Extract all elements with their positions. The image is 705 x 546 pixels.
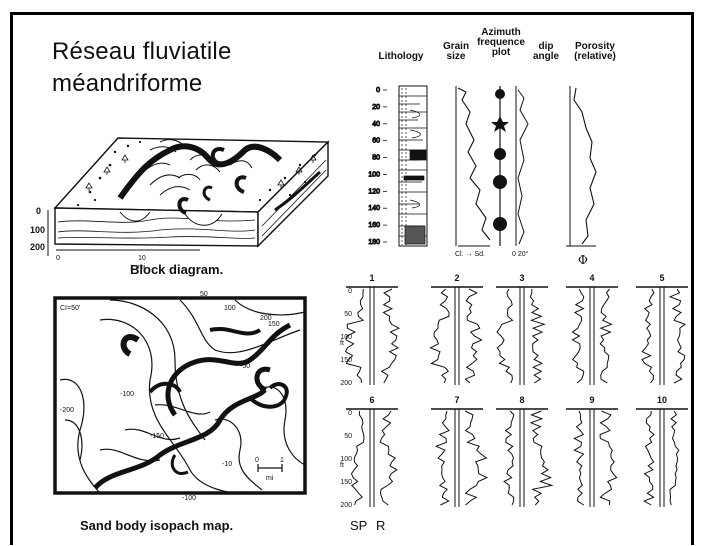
isopach-contour-m50: -50 [240, 363, 250, 370]
well-resistivity-curve [380, 411, 397, 505]
depth-axis: 0 20 40 60 80 100 120 140 160 180 [368, 87, 387, 246]
well-depth-tick-50: 50 [344, 311, 352, 318]
well-label-3: 3 [519, 273, 524, 283]
depth-tick-120: 120 [368, 188, 380, 195]
well-label-10: 10 [657, 395, 667, 405]
depth-tick-60: 60 [372, 138, 380, 145]
well-sp-curve [572, 289, 583, 383]
isopach-contour-m100b: -100 [182, 495, 196, 502]
block-depth-tick-100: 100 [30, 225, 45, 235]
well-resistivity-curve [466, 289, 482, 383]
isopach-scale-0: 0 [255, 457, 259, 464]
block-depth-tick-0: 0 [36, 206, 41, 216]
well-sp-curve [504, 411, 514, 505]
depth-tick-180: 180 [368, 239, 380, 246]
well-depth-unit: ft [340, 340, 344, 347]
depth-tick-0: 0 [376, 87, 380, 94]
legend-r: R [376, 518, 385, 533]
well-depth-tick-0: 0 [348, 410, 352, 417]
well-resistivity-curve [530, 289, 544, 383]
depth-tick-160: 160 [368, 222, 380, 229]
isopach-contour-100: 100 [224, 305, 236, 312]
well-label-2: 2 [454, 273, 459, 283]
depth-tick-140: 140 [368, 205, 380, 212]
well-depth-tick-0: 0 [348, 288, 352, 295]
depth-tick-80: 80 [372, 155, 380, 162]
isopach-scale-unit: mi [266, 475, 274, 482]
isopach-contour-m100: -100 [120, 391, 134, 398]
well-depth-tick-50: 50 [344, 433, 352, 440]
isopach-map-caption: Sand body isopach map. [80, 518, 233, 533]
isopach-contour-m10: -10 [222, 461, 232, 468]
depth-tick-40: 40 [372, 121, 380, 128]
dip-axis-label: 0 20° [512, 250, 529, 258]
well-sp-curve [431, 289, 450, 383]
well-log-panel: 0 20 40 60 80 100 120 140 160 180 [368, 86, 596, 246]
isopach-contour-200: 200 [260, 315, 272, 322]
depth-tick-100: 100 [368, 171, 380, 178]
well-resistivity-curve [670, 411, 679, 505]
well-label-9: 9 [589, 395, 594, 405]
well-sp-curve [574, 411, 584, 505]
block-depth-tick-200: 200 [30, 242, 45, 252]
well-resistivity-curve [531, 411, 552, 505]
well-sp-curve [352, 411, 365, 505]
well-resistivity-curve [382, 289, 399, 383]
isopach-scale-1: 1 [280, 457, 284, 464]
well-sp-curve [642, 289, 654, 383]
well-depth-tick-200: 200 [340, 502, 352, 509]
well-depth-unit: ft [340, 462, 344, 469]
well-sp-curve [644, 411, 654, 505]
block-distance-tick-10: 10 [138, 255, 146, 262]
depth-tick-20: 20 [372, 104, 380, 111]
isopach-contour-m200: -200 [60, 407, 74, 414]
well-sp-curve [436, 411, 449, 505]
well-resistivity-curve [670, 289, 685, 383]
well-label-8: 8 [519, 395, 524, 405]
well-label-4: 4 [589, 273, 594, 283]
well-depth-tick-150: 150 [340, 479, 352, 486]
isopach-contour-m150: -150 [150, 433, 164, 440]
well-label-1: 1 [369, 273, 374, 283]
block-diagram [48, 138, 328, 256]
porosity-phi-label: Φ [578, 253, 588, 267]
block-distance-tick-0: 0 [56, 255, 60, 262]
well-label-5: 5 [659, 273, 664, 283]
isopach-contour-150: 150 [268, 321, 280, 328]
well-resistivity-curve [600, 289, 611, 383]
well-resistivity-curve [465, 411, 487, 505]
isopach-ci-label: CI=50' [60, 305, 80, 312]
grain-axis-label: Cl. → Sd. [455, 251, 485, 258]
well-label-6: 6 [369, 395, 374, 405]
well-sp-curve [497, 289, 513, 383]
well-depth-tick-200: 200 [340, 380, 352, 387]
well-label-7: 7 [454, 395, 459, 405]
well-resistivity-curve [600, 411, 617, 505]
isopach-contour-50: 50 [200, 291, 208, 298]
legend-sp: SP [350, 518, 367, 533]
block-diagram-caption: Block diagram. [130, 262, 223, 277]
